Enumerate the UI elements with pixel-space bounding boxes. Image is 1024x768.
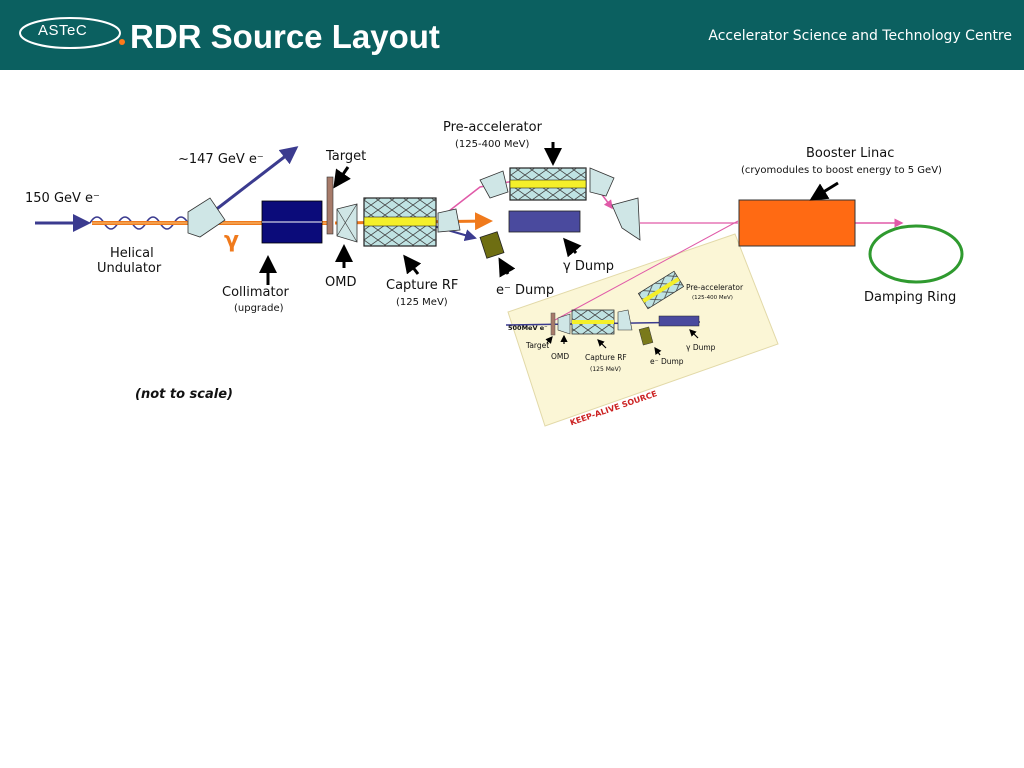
keep-alive-pre-accelerator [637, 270, 685, 310]
keep-alive-omd-label: OMD [551, 352, 569, 361]
organisation-name: Accelerator Science and Technology Centr… [708, 28, 1012, 44]
dipole-magnet [187, 197, 226, 238]
spent-electron-line [204, 146, 299, 220]
booster-sub-label: (cryomodules to boost energy to 5 GeV) [741, 165, 942, 176]
keep-alive-pre-accelerator-label: Pre-accelerator [686, 283, 744, 292]
booster-linac [738, 199, 856, 247]
spent-beam-label: ~147 GeV e⁻ [178, 152, 264, 167]
collimator-label: Collimator [222, 285, 290, 300]
keep-alive-target [550, 312, 556, 336]
keep-alive-e-dump [638, 326, 654, 346]
chicane-magnet-right [589, 167, 615, 197]
omd-label: OMD [325, 275, 356, 290]
astec-logo [19, 17, 125, 49]
pre-accelerator [509, 167, 587, 201]
keep-alive-omd [557, 313, 571, 335]
keep-alive-beam-label: 500MeV e⁻ [508, 324, 548, 332]
chicane-magnet-lower [611, 197, 641, 241]
keep-alive-capture-rf-sub-label: (125 MeV) [590, 366, 621, 373]
e-dump-label: e⁻ Dump [496, 283, 554, 298]
capture-rf-sub-label: (125 MeV) [396, 297, 448, 308]
gamma-label: γ [224, 228, 239, 253]
page-title: RDR Source Layout [130, 18, 440, 55]
keep-alive-pre-accelerator-sub-label: (125-400 MeV) [692, 295, 733, 301]
gamma-dump [508, 210, 581, 233]
capture-rf [363, 197, 437, 247]
gamma-dump-label: γ Dump [563, 259, 614, 274]
scale-note: (not to scale) [135, 387, 233, 402]
electron-to-dump-line [429, 224, 477, 241]
damping-ring [868, 224, 964, 284]
keep-alive-capture-rf-label: Capture RF [585, 353, 627, 362]
e-dump [479, 231, 505, 259]
undulator-label-line1: Helical [110, 246, 154, 261]
input-beam-label: 150 GeV e⁻ [25, 191, 100, 206]
source-layout-diagram: 500MeV e⁻ Target OMD Capture RF (125 MeV… [25, 120, 964, 427]
keep-alive-feed-line [554, 220, 739, 321]
pre-accelerator-sub-label: (125-400 MeV) [455, 139, 529, 150]
header-bar: ASTeC RDR Source Layout Accelerator Scie… [0, 0, 1024, 70]
omd [336, 203, 358, 243]
capture-rf-label: Capture RF [386, 278, 458, 293]
collimator-sub-label: (upgrade) [234, 303, 284, 314]
pre-accelerator-label: Pre-accelerator [443, 120, 543, 135]
target [326, 176, 334, 235]
keep-alive-gamma-dump-label: γ Dump [686, 343, 716, 352]
bend-magnet-1 [437, 208, 461, 233]
booster-label: Booster Linac [806, 146, 894, 161]
keep-alive-target-label: Target [525, 341, 549, 350]
keep-alive-panel: 500MeV e⁻ Target OMD Capture RF (125 MeV… [505, 220, 779, 427]
target-label: Target [325, 149, 366, 164]
keep-alive-gamma-dump [658, 315, 700, 327]
logo-text: ASTeC [38, 22, 88, 39]
chicane-magnet-left [479, 170, 509, 199]
undulator-label-line2: Undulator [97, 261, 162, 276]
keep-alive-e-dump-label: e⁻ Dump [650, 357, 684, 366]
keep-alive-bend [617, 309, 633, 331]
damping-ring-label: Damping Ring [864, 290, 956, 305]
